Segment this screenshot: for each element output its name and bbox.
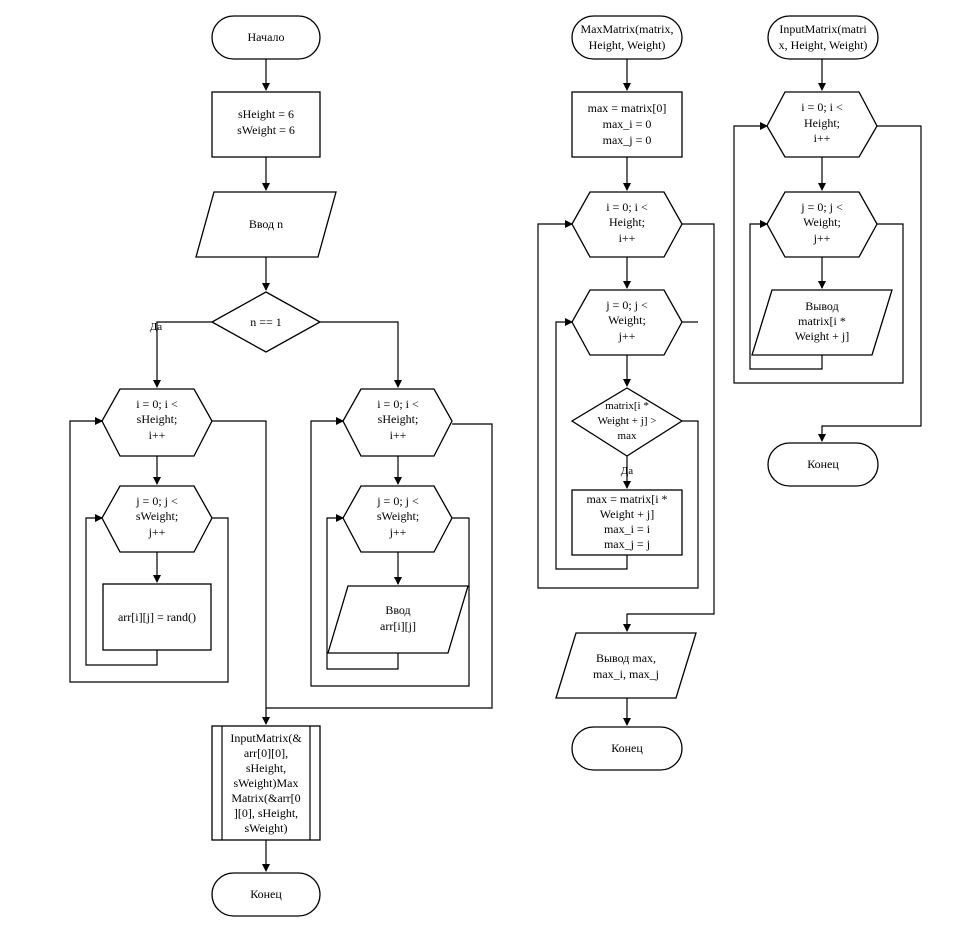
maxmatrix-header-line-1: MaxMatrix(matrix, <box>581 22 674 36</box>
maxmatrix-output-io: Вывод max, max_i, max_j <box>555 632 697 699</box>
inputmatrix-inner-loop-hexagon: j = 0; j < Weight; j++ <box>766 191 878 258</box>
inputmatrix-end-terminal: Конец <box>767 442 879 487</box>
inputmatrix-outer-line-3: i++ <box>814 131 831 145</box>
maxmatrix-init-line-2: max_i = 0 <box>603 117 652 131</box>
right-outer-line-3: i++ <box>390 428 407 442</box>
inputmatrix-output-line-3: Weight + j] <box>795 329 849 343</box>
maxmatrix-assign-line-4: max_j = j <box>604 537 650 551</box>
yes-label: Да <box>150 321 163 333</box>
maxmatrix-assign-line-3: max_i = i <box>604 522 651 536</box>
maxmatrix-init-line-1: max = matrix[0] <box>588 101 667 115</box>
inputmatrix-flowchart: InputMatrix(matri x, Height, Weight) i =… <box>733 15 922 487</box>
left-outer-line-1: i = 0; i < <box>136 397 178 411</box>
init-line-2: sWeight = 6 <box>237 123 295 137</box>
inputmatrix-connectors <box>733 59 922 442</box>
input-arr-io: Ввод arr[i][j] <box>327 585 469 654</box>
maxmatrix-outer-line-1: i = 0; i < <box>606 200 648 214</box>
inputmatrix-output-line-1: Вывод <box>805 299 838 313</box>
input-n-label: Ввод n <box>249 217 283 231</box>
left-inner-line-2: sWeight; <box>136 509 178 523</box>
call-line-3: sHeight, <box>246 761 286 775</box>
right-inner-line-2: sWeight; <box>377 509 419 523</box>
rand-assign-label: arr[i][j] = rand() <box>118 610 196 624</box>
input-n-io: Ввод n <box>195 191 337 258</box>
maxmatrix-output-line-2: max_i, max_j <box>593 667 659 681</box>
maxmatrix-inner-line-1: j = 0; j < <box>605 298 648 312</box>
maxmatrix-assign-line-2: Weight + j] <box>600 507 654 521</box>
condition-label: n == 1 <box>250 315 282 329</box>
init-process: sHeight = 6 sWeight = 6 <box>211 91 321 158</box>
end-label: Конец <box>250 887 282 901</box>
maxmatrix-outer-line-3: i++ <box>619 231 636 245</box>
call-subroutine: InputMatrix(& arr[0][0], sHeight, sWeigh… <box>211 725 321 841</box>
maxmatrix-cond-line-1: matrix[i * <box>605 400 649 412</box>
right-outer-line-1: i = 0; i < <box>377 397 419 411</box>
call-line-6: ][0], sHeight, <box>234 806 298 820</box>
maxmatrix-cond-line-3: max <box>618 430 637 442</box>
right-inner-line-3: j++ <box>389 525 407 539</box>
left-inner-loop-hexagon: j = 0; j < sWeight; j++ <box>101 485 213 553</box>
inputmatrix-output-io: Вывод matrix[i * Weight + j] <box>751 289 893 356</box>
inputmatrix-end-label: Конец <box>807 457 839 471</box>
maxmatrix-connectors <box>537 59 715 726</box>
call-line-2: arr[0][0], <box>244 746 288 760</box>
maxmatrix-outer-line-2: Height; <box>609 215 645 229</box>
maxmatrix-flowchart: MaxMatrix(matrix, Height, Weight) max = … <box>537 15 715 771</box>
maxmatrix-header-terminal: MaxMatrix(matrix, Height, Weight) <box>571 15 683 60</box>
maxmatrix-cond-line-2: Weight + j] > <box>598 415 657 427</box>
inputmatrix-header-line-1: InputMatrix(matri <box>779 22 867 36</box>
maxmatrix-yes-label: Да <box>621 465 634 477</box>
maxmatrix-init-process: max = matrix[0] max_i = 0 max_j = 0 <box>571 91 683 158</box>
left-outer-line-3: i++ <box>149 428 166 442</box>
inputmatrix-inner-line-1: j = 0; j < <box>800 200 843 214</box>
inputmatrix-output-line-2: matrix[i * <box>798 314 846 328</box>
call-line-1: InputMatrix(& <box>230 731 302 745</box>
right-inner-line-1: j = 0; j < <box>376 494 419 508</box>
main-flowchart: Начало sHeight = 6 sWeight = 6 Ввод n n … <box>69 15 493 917</box>
right-outer-line-2: sHeight; <box>378 412 419 426</box>
inputmatrix-inner-line-2: Weight; <box>803 215 841 229</box>
maxmatrix-end-label: Конец <box>611 741 643 755</box>
call-line-5: Matrix(&arr[0 <box>231 791 300 805</box>
maxmatrix-init-line-3: max_j = 0 <box>603 133 652 147</box>
end-terminal: Конец <box>211 872 321 917</box>
right-outer-loop-hexagon: i = 0; i < sHeight; i++ <box>342 388 453 457</box>
inputmatrix-outer-loop-hexagon: i = 0; i < Height; i++ <box>766 91 878 158</box>
maxmatrix-output-line-1: Вывод max, <box>596 651 656 665</box>
call-line-4: sWeight)Max <box>233 776 298 790</box>
call-line-7: sWeight) <box>244 821 287 835</box>
input-arr-line-1: Ввод <box>385 603 410 617</box>
start-terminal: Начало <box>211 15 321 60</box>
left-outer-line-2: sHeight; <box>137 412 178 426</box>
n-equals-one-decision: n == 1 Да <box>150 291 322 353</box>
inputmatrix-header-terminal: InputMatrix(matri x, Height, Weight) <box>767 15 879 60</box>
maxmatrix-header-line-2: Height, Weight) <box>589 38 666 52</box>
start-label: Начало <box>248 30 285 44</box>
inputmatrix-header-line-2: x, Height, Weight) <box>779 38 868 52</box>
init-line-1: sHeight = 6 <box>238 107 294 121</box>
maxmatrix-inner-loop-hexagon: j = 0; j < Weight; j++ <box>571 289 683 356</box>
maxmatrix-inner-line-2: Weight; <box>608 313 646 327</box>
inputmatrix-outer-line-2: Height; <box>804 116 840 130</box>
left-inner-line-3: j++ <box>148 525 166 539</box>
maxmatrix-outer-loop-hexagon: i = 0; i < Height; i++ <box>571 191 683 258</box>
input-arr-line-2: arr[i][j] <box>380 619 416 633</box>
rand-assign-process: arr[i][j] = rand() <box>102 583 212 651</box>
maxmatrix-assign-line-1: max = matrix[i * <box>586 492 667 506</box>
inputmatrix-inner-line-3: j++ <box>813 231 831 245</box>
left-inner-line-1: j = 0; j < <box>135 494 178 508</box>
main-connectors <box>69 59 493 872</box>
left-outer-loop-hexagon: i = 0; i < sHeight; i++ <box>101 388 213 457</box>
maxmatrix-assign-process: max = matrix[i * Weight + j] max_i = i m… <box>571 489 683 556</box>
maxmatrix-inner-line-3: j++ <box>618 329 636 343</box>
inputmatrix-outer-line-1: i = 0; i < <box>801 100 843 114</box>
maxmatrix-end-terminal: Конец <box>571 726 683 771</box>
right-inner-loop-hexagon: j = 0; j < sWeight; j++ <box>342 485 453 553</box>
maxmatrix-condition-decision: matrix[i * Weight + j] > max Да <box>570 387 684 477</box>
